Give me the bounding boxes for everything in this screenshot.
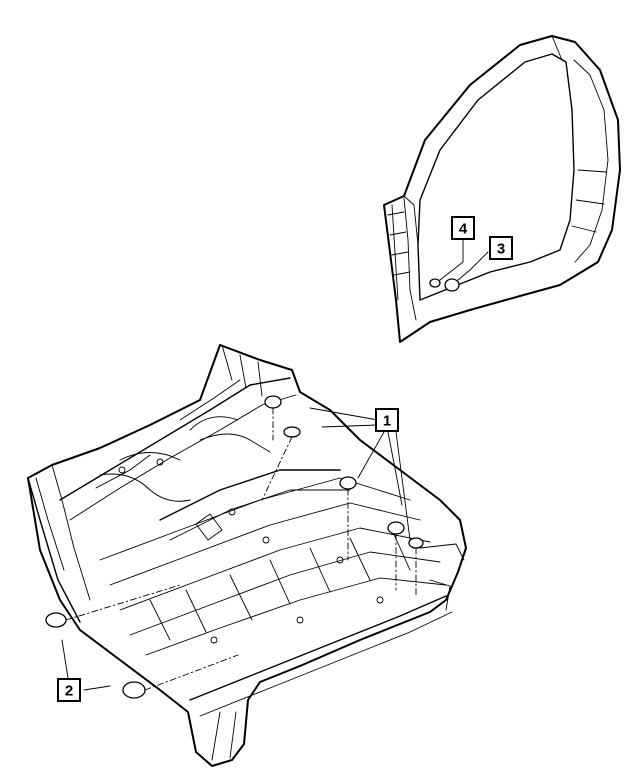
plug-1c	[339, 476, 357, 490]
plugs-item-2	[45, 584, 239, 699]
callout-1-leaders	[309, 407, 411, 541]
plug-1a	[264, 395, 282, 409]
plug-1e	[408, 537, 424, 549]
plug-2a	[45, 612, 67, 628]
leader-line-3	[457, 251, 489, 281]
svg-text:3: 3	[497, 241, 505, 258]
door-frame-illustration	[383, 35, 621, 343]
callout-2-leaders	[61, 639, 111, 691]
plug-2b	[122, 681, 146, 699]
plug-1d	[387, 521, 405, 535]
svg-text:1: 1	[383, 413, 391, 430]
callout-2: 2	[57, 678, 81, 702]
callout-4: 4	[451, 216, 475, 240]
plug-hole-3	[444, 278, 460, 292]
plugs-item-1	[261, 395, 424, 597]
callout-1: 1	[375, 408, 399, 432]
svg-text:4: 4	[459, 221, 468, 238]
leader-line-4	[439, 239, 464, 281]
svg-text:2: 2	[65, 683, 73, 700]
floor-pan-illustration	[27, 344, 467, 767]
callout-3: 3	[489, 236, 513, 260]
plug-hole-4	[429, 278, 441, 288]
plug-1b	[283, 426, 301, 438]
